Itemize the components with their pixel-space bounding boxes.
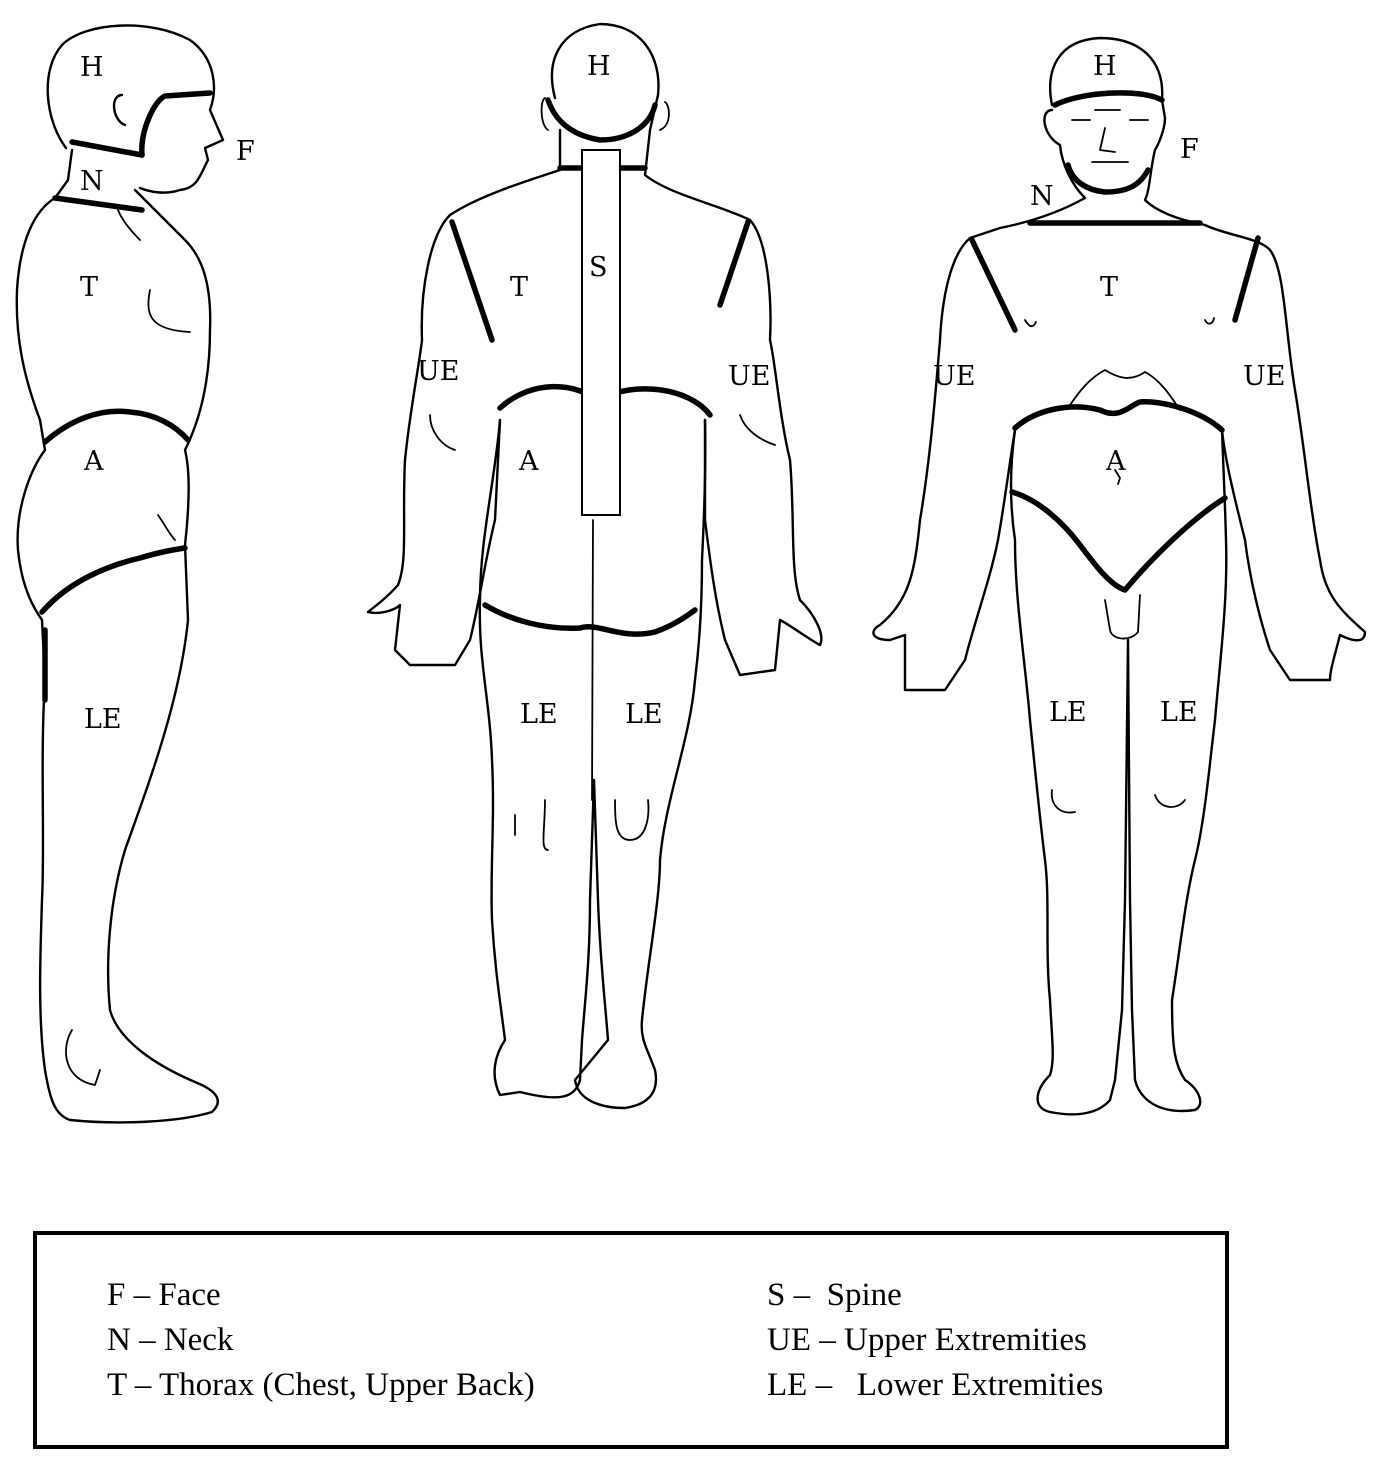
legend-item-thorax: T – Thorax (Chest, Upper Back) <box>107 1367 535 1403</box>
label-lower-extremity: LE <box>84 704 122 735</box>
label-lower-extremity-right: LE <box>625 699 663 730</box>
label-abdomen: A <box>1105 446 1126 477</box>
legend-item-face: F – Face <box>107 1277 221 1313</box>
label-thorax: T <box>1100 272 1118 303</box>
label-lower-extremity-right: LE <box>1160 697 1198 728</box>
legend-item-upper-extremities: UE – Upper Extremities <box>767 1322 1087 1358</box>
label-thorax: T <box>80 272 98 303</box>
label-neck: N <box>80 166 104 197</box>
legend-item-neck: N – Neck <box>107 1322 234 1358</box>
label-lower-extremity-left: LE <box>520 699 558 730</box>
side-view-labels: H F N T A LE <box>80 52 255 735</box>
front-view-figure <box>872 36 1367 1116</box>
legend-item-lower-extremities: LE – Lower Extremities <box>767 1367 1104 1403</box>
label-upper-extremity-right: UE <box>1243 361 1285 392</box>
back-view-labels: H S T UE UE A LE LE <box>417 51 770 730</box>
label-upper-extremity-left: UE <box>417 356 459 387</box>
label-upper-extremity-right: UE <box>728 361 770 392</box>
label-upper-extremity-left: UE <box>933 361 975 392</box>
label-head: H <box>80 52 104 83</box>
legend-item-spine: S – Spine <box>767 1277 902 1313</box>
side-view-figure <box>15 24 225 1124</box>
label-face: F <box>236 136 255 167</box>
legend-right-column: S – Spine UE – Upper Extremities LE – Lo… <box>767 1273 1103 1408</box>
back-view-figure <box>366 22 823 1110</box>
label-head: H <box>587 51 611 82</box>
label-thorax: T <box>510 272 528 303</box>
legend-box: F – Face N – Neck T – Thorax (Chest, Upp… <box>33 1231 1229 1449</box>
label-lower-extremity-left: LE <box>1049 697 1087 728</box>
label-abdomen: A <box>83 446 104 477</box>
label-face: F <box>1180 134 1199 165</box>
label-neck: N <box>1030 181 1054 212</box>
label-abdomen: A <box>518 446 539 477</box>
label-spine: S <box>589 252 608 283</box>
front-view-labels: H F N T UE UE A LE LE <box>933 51 1285 728</box>
legend-left-column: F – Face N – Neck T – Thorax (Chest, Upp… <box>107 1273 535 1408</box>
label-head: H <box>1093 51 1117 82</box>
body-region-figure: H F N T A LE H S T UE UE A LE LE H F N T… <box>15 22 1367 1124</box>
